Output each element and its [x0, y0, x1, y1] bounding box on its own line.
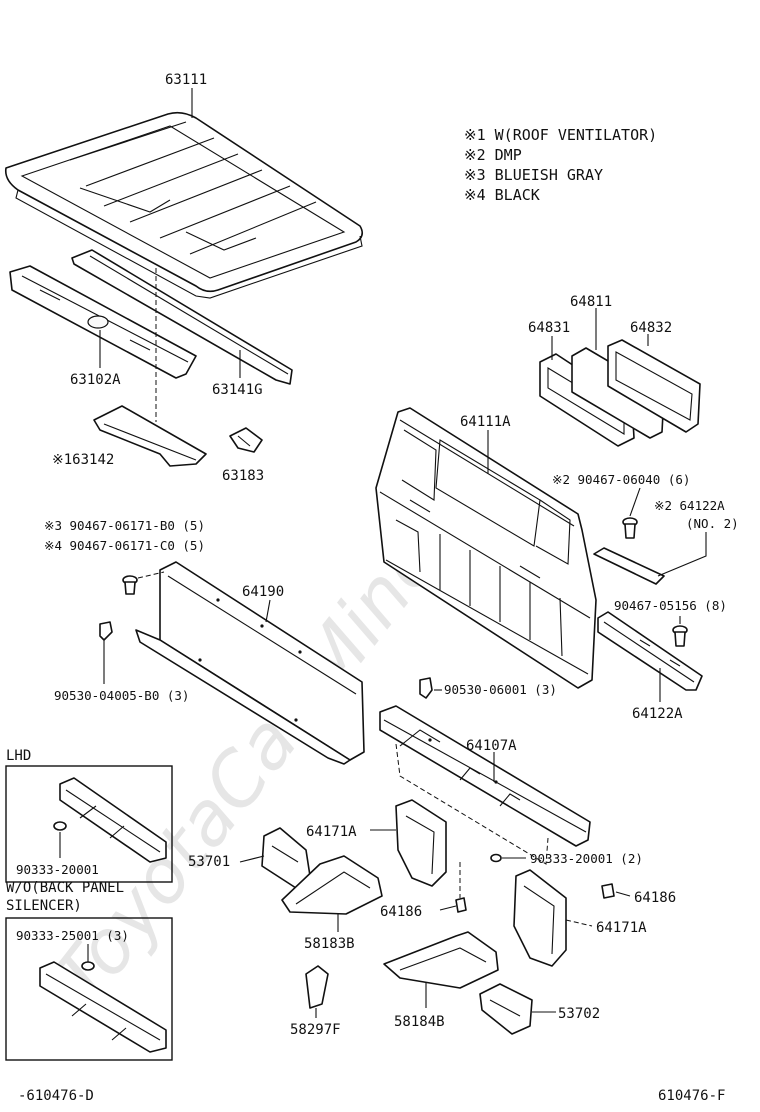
- notes-block: ※1 W(ROOF VENTILATOR) ※2 DMP ※3 BLUEISH …: [464, 126, 657, 204]
- bracket-53701: [261, 827, 311, 889]
- crossmember-64107A: [379, 705, 591, 865]
- label-63111: 63111: [165, 72, 207, 88]
- note-3: ※3 BLUEISH GRAY: [464, 166, 603, 184]
- label-58183B: 58183B: [304, 936, 355, 952]
- label-63183: 63183: [222, 468, 264, 484]
- bracket-64171A-right: [513, 869, 567, 967]
- label-64811: 64811: [570, 294, 612, 310]
- bracket-53702: [479, 983, 533, 1035]
- label-90530-06001: 90530-06001 (3): [444, 682, 557, 697]
- member-58183B: [281, 855, 383, 915]
- label-64186-right: 64186: [634, 890, 676, 906]
- note-4: ※4 BLACK: [464, 186, 540, 204]
- label-90530-04005: 90530-04005-B0 (3): [54, 688, 189, 703]
- inset-lhd-box: [5, 765, 173, 883]
- back-panel-64111A: [375, 407, 597, 689]
- leader-53701: [239, 855, 265, 863]
- stud-90530-06001: [419, 677, 433, 699]
- inset-lhd-drawing: [53, 777, 167, 863]
- label-64122A-no2: ※2 64122A: [654, 498, 725, 513]
- label-58184B: 58184B: [394, 1014, 445, 1030]
- label-64122A: 64122A: [632, 706, 683, 722]
- label-64111A: 64111A: [460, 414, 511, 430]
- clip-64186-right: [601, 883, 615, 899]
- leader-90467-06040: [629, 487, 641, 517]
- member-58184B: [383, 931, 499, 989]
- grommet-90333-20001: [490, 853, 502, 863]
- inset-wo-box: [5, 917, 173, 1061]
- clip-64186-left: [455, 897, 467, 913]
- clip-90467-06040: [622, 517, 638, 539]
- inset-lhd-title: LHD: [6, 748, 31, 764]
- label-64171A-right: 64171A: [596, 920, 647, 936]
- label-64171A-left: 64171A: [306, 824, 357, 840]
- clip-63183: [229, 427, 263, 453]
- leader-64171A-right: [565, 919, 593, 927]
- label-58297F: 58297F: [290, 1022, 341, 1038]
- bracket-163142: [93, 405, 207, 467]
- stud-90530-04005: [99, 621, 113, 648]
- leader-64122A-no2: [657, 532, 707, 577]
- label-53701: 53701: [188, 854, 230, 870]
- label-64190: 64190: [242, 584, 284, 600]
- piece-58297F: [305, 965, 329, 1009]
- front-header-63102A: [9, 265, 197, 379]
- leader-64190: [265, 599, 271, 623]
- label-63102A: 63102A: [70, 372, 121, 388]
- note-1: ※1 W(ROOF VENTILATOR): [464, 126, 657, 144]
- inset-wo-title-2: SILENCER): [6, 898, 82, 914]
- label-64107A: 64107A: [466, 738, 517, 754]
- inset-wo-part: 90333-25001 (3): [16, 928, 129, 943]
- leader-64186-left: [439, 905, 457, 911]
- label-90467-B0: ※3 90467-06171-B0 (5): [44, 518, 205, 533]
- label-90467-06040: ※2 90467-06040 (6): [552, 472, 690, 487]
- note-2: ※2 DMP: [464, 146, 522, 164]
- inset-wo-title-1: W/O(BACK PANEL: [6, 880, 124, 896]
- strip-64122A-no2: [593, 547, 665, 585]
- inset-lhd-part: 90333-20001: [16, 862, 99, 877]
- roof-panel-63111: [4, 111, 364, 299]
- back-window-glass-set: [539, 339, 701, 447]
- label-64832: 64832: [630, 320, 672, 336]
- inset-wo-drawing: [39, 961, 167, 1053]
- label-64122A-no2-sub: (NO. 2): [686, 516, 739, 531]
- label-90467-05156: 90467-05156 (8): [614, 598, 727, 613]
- label-90333-20001-2: 90333-20001 (2): [530, 851, 643, 866]
- leader-90467-06171: [137, 571, 165, 579]
- label-64831: 64831: [528, 320, 570, 336]
- silencer-64190: [135, 561, 365, 765]
- label-63141G: 63141G: [212, 382, 263, 398]
- leader-64186-right: [615, 891, 631, 897]
- clip-90467-05156: [672, 625, 688, 647]
- label-163142: ※163142: [52, 452, 114, 468]
- clip-90467-06171: [122, 575, 138, 595]
- sill-64122A: [597, 611, 703, 691]
- footer-left-code: -610476-D: [18, 1088, 94, 1104]
- footer-right-code: 610476-F: [658, 1088, 725, 1104]
- label-64186-left: 64186: [380, 904, 422, 920]
- inset-wo-grommet: [81, 961, 95, 971]
- bracket-64171A-left: [395, 799, 447, 887]
- label-53702: 53702: [558, 1006, 600, 1022]
- label-90467-C0: ※4 90467-06171-C0 (5): [44, 538, 205, 553]
- roof-rail-63141G: [71, 249, 293, 385]
